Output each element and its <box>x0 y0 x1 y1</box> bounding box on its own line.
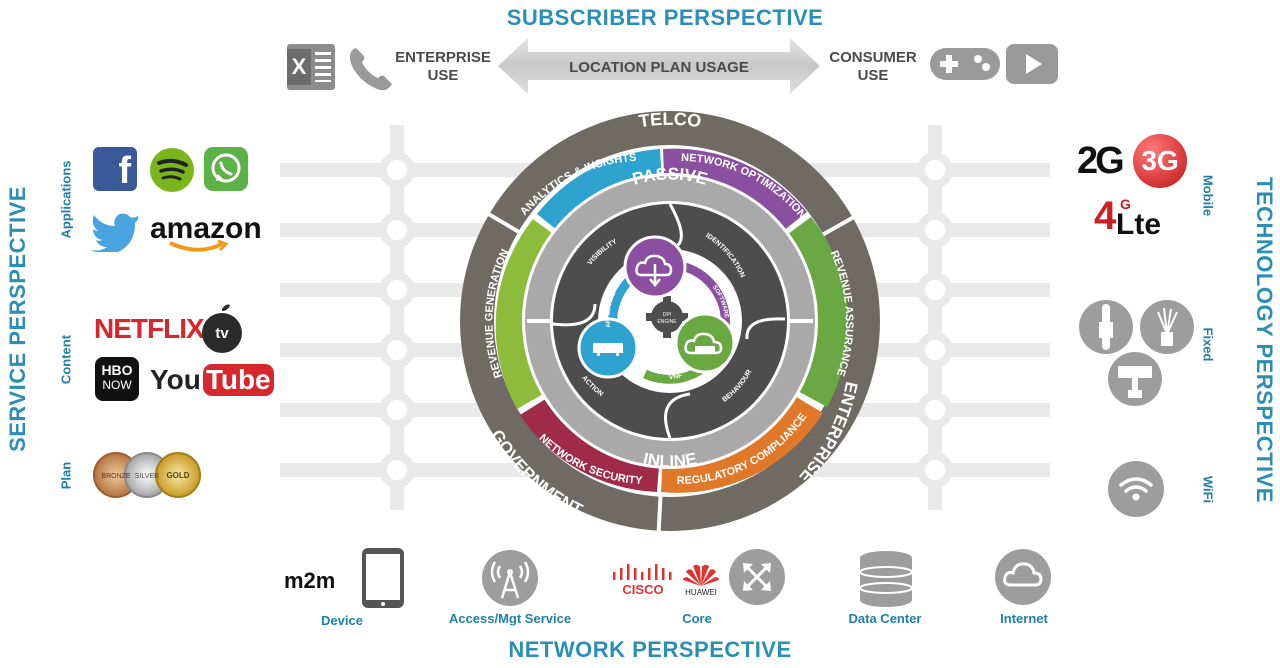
fixed-label: Fixed <box>1200 327 1216 362</box>
gold-label: GOLD <box>166 471 189 480</box>
core-label: Core <box>682 611 712 626</box>
amazon-smile-icon <box>169 240 228 252</box>
internet-label: Internet <box>1000 611 1048 626</box>
4g-g-label: G <box>1120 196 1131 212</box>
twitter-icon <box>91 213 139 252</box>
applications-label: Applications <box>58 160 74 239</box>
amazon-logo: amazon <box>150 212 262 245</box>
consumer-use-line1: CONSUMER <box>829 49 917 66</box>
appliance-bubble-icon <box>577 317 639 379</box>
mobile-label: Mobile <box>1200 174 1216 217</box>
core-router-icon <box>729 549 785 605</box>
fiber-icon <box>1140 300 1194 354</box>
access-mgt-service-label: Access/Mgt Service <box>448 611 572 626</box>
consumer-use-label: CONSUMER USE <box>818 49 928 85</box>
content-label: Content <box>58 334 74 385</box>
dpi-label: DPI <box>663 312 671 318</box>
subscriber-perspective-title: SUBSCRIBER PERSPECTIVE <box>506 5 824 30</box>
lte-label: Lte <box>1116 208 1161 241</box>
enterprise-use-line1: ENTERPRISE <box>395 49 491 66</box>
vnf-cloud-bubble-icon <box>674 312 736 374</box>
apple-tv-label: tv <box>215 325 229 342</box>
data-center-label: Data Center <box>848 611 922 626</box>
3g-logo: 3G <box>1133 134 1187 188</box>
plan-medals: BRONZE SILVER GOLD <box>93 452 201 498</box>
cloud-internet-icon <box>995 549 1051 605</box>
smartphone-icon <box>362 548 404 608</box>
wifi-label: WiFi <box>1200 475 1216 504</box>
inline-label: INLINE <box>641 449 698 471</box>
cisco-logo: CISCO <box>622 582 664 597</box>
appliance-label: APPLIANCE <box>606 292 618 328</box>
database-icon <box>859 551 913 607</box>
dpi-engine-gear-icon <box>646 296 688 338</box>
enterprise-use-line2: USE <box>427 67 459 84</box>
phone-icon <box>349 48 392 91</box>
apple-tv-icon: tv <box>200 303 244 355</box>
youtube-logo: You Tube <box>150 361 274 399</box>
netflix-logo: NETFLIX <box>94 313 205 344</box>
excel-icon: X <box>287 44 335 90</box>
spotify-icon <box>150 148 194 192</box>
ethernet-router-icon <box>1108 352 1162 406</box>
huawei-logo: HUAWEI <box>685 588 717 597</box>
4g-four-label: 4 <box>1094 194 1117 238</box>
telco-label: TELCO <box>637 109 702 132</box>
engine-label: ENGINE <box>657 319 677 325</box>
access-tower-icon <box>482 550 538 606</box>
video-play-icon <box>1006 44 1058 84</box>
hbo-label: HBO <box>101 362 133 378</box>
cisco-bars-icon <box>613 564 672 580</box>
whatsapp-icon <box>204 147 248 191</box>
youtube-you-label: You <box>150 364 201 395</box>
service-perspective-title: SERVICE PERSPECTIVE <box>5 186 30 452</box>
gamepad-icon <box>930 48 1000 80</box>
network-perspective-title: NETWORK PERSPECTIVE <box>508 637 792 662</box>
now-label: NOW <box>102 378 132 392</box>
cloud-identification-icon <box>623 235 687 299</box>
2g-logo: 2G <box>1077 140 1125 182</box>
technology-perspective-title: TECHNOLOGY PERSPECTIVE <box>1252 177 1277 503</box>
enterprise-use-label: ENTERPRISE USE <box>388 49 498 85</box>
hbo-now-logo: HBO NOW <box>95 357 139 401</box>
consumer-use-line2: USE <box>857 67 889 84</box>
youtube-tube-label: Tube <box>202 364 274 396</box>
device-label: Device <box>321 613 363 628</box>
gold-medal-icon <box>155 452 201 498</box>
solution-wheel: DPI ENGINE TELCO GOVERNMENT ENTERPRISE A… <box>460 109 880 544</box>
wifi-icon <box>1108 461 1164 517</box>
4g-lte-logo: 4 G Lte <box>1094 194 1174 242</box>
facebook-icon: f <box>93 147 137 191</box>
plan-label: Plan <box>58 461 74 490</box>
location-plan-usage-arrow: LOCATION PLAN USAGE <box>498 38 820 94</box>
vnf-label: VNF <box>668 372 683 381</box>
m2m-logo: m2m <box>284 568 336 593</box>
bronze-label: BRONZE <box>101 473 131 480</box>
dsl-cable-icon <box>1079 300 1133 354</box>
location-plan-usage-label: LOCATION PLAN USAGE <box>569 59 749 76</box>
huawei-petals-icon <box>683 564 719 586</box>
silver-label: SILVER <box>135 473 159 480</box>
